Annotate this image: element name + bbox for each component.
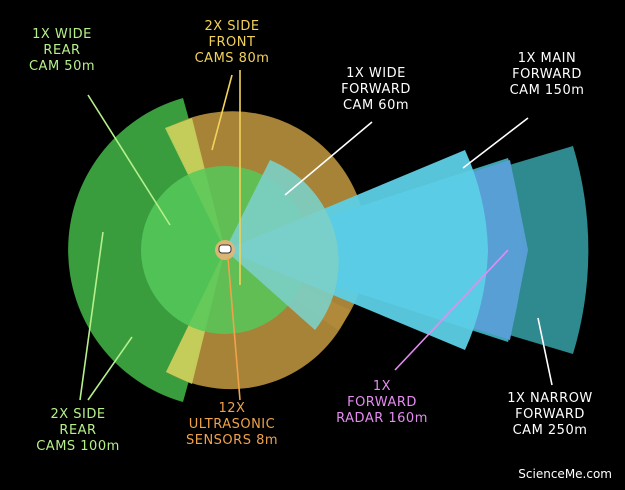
sensor-label-line: FORWARD — [347, 395, 417, 410]
sensor-label-line: CAM 250m — [513, 423, 588, 438]
sensor-label-line: ULTRASONIC — [189, 417, 275, 432]
leader-ultrasonic — [227, 257, 241, 401]
leader-wide-forward — [284, 121, 373, 196]
sensor-label-line: RADAR 160m — [336, 411, 428, 426]
sensor-label-line: CAMS 100m — [36, 439, 120, 454]
sensor-label-line: FORWARD — [512, 67, 582, 82]
sensor-label-line: FORWARD — [341, 82, 411, 97]
leader-narrow-forward — [537, 317, 553, 386]
sensor-label-line: 2X SIDE — [50, 407, 105, 422]
sensor-label-line: FORWARD — [515, 407, 585, 422]
sensor-label-line: 1X WIDE — [346, 66, 406, 81]
sensor-label-line: FRONT — [209, 35, 256, 50]
credit-text: ScienceMe.com — [518, 467, 612, 481]
wide-forward-cam-zone — [225, 160, 339, 330]
sensor-label-line: 12X — [219, 401, 246, 416]
car-icon — [218, 244, 232, 254]
sensor-label-line: REAR — [59, 423, 96, 438]
leader-wide-rear — [87, 94, 171, 226]
sensor-label-line: SENSORS 8m — [186, 433, 278, 448]
sensor-label-line: 1X WIDE — [32, 27, 92, 42]
sensor-label-line: CAMS 80m — [195, 51, 270, 66]
sensor-label-line: CAM 60m — [343, 98, 409, 113]
sensor-label-line: REAR — [43, 43, 80, 58]
leader-side-rear-1 — [79, 231, 104, 401]
leader-side-front — [211, 74, 233, 151]
sensor-label-line: CAM 150m — [510, 83, 585, 98]
sensor-label-line: 1X NARROW — [507, 391, 593, 406]
leader-main-forward — [462, 117, 529, 169]
sensor-label-line: 1X MAIN — [518, 51, 576, 66]
sensor-label-line: 2X SIDE — [204, 19, 259, 34]
leader-radar — [394, 249, 509, 371]
main-forward-cam-inner — [225, 150, 488, 350]
sensor-label-line: CAM 50m — [29, 59, 95, 74]
sensor-label-line: 1X — [373, 379, 391, 394]
leader-side-rear-2 — [87, 336, 133, 401]
